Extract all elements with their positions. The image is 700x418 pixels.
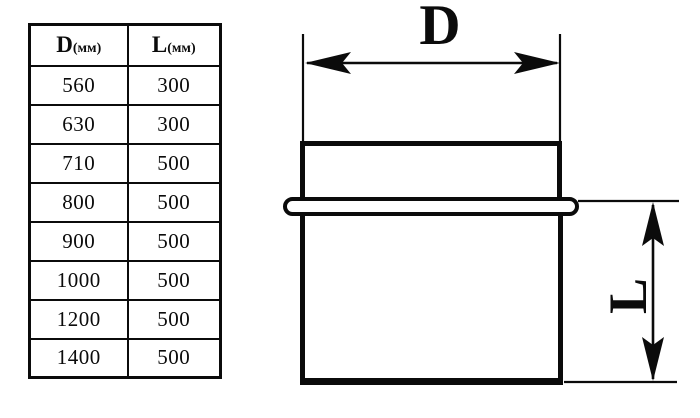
header-letter-d: D [56, 32, 73, 58]
d-arrowhead-right [514, 52, 560, 74]
cell-l: 500 [126, 181, 222, 223]
cell-d: 1400 [28, 337, 129, 379]
table-row: 1000 500 [28, 259, 222, 301]
cell-l: 500 [126, 220, 222, 262]
table-row: 800 500 [28, 181, 222, 223]
table-row: 1400 500 [28, 337, 222, 379]
cell-l: 500 [126, 337, 222, 379]
table-header-row: D(мм) L(мм) [28, 23, 222, 67]
l-arrowhead-top [642, 202, 664, 246]
d-dimension-label: D [419, 0, 461, 57]
duct-collar-outline [300, 141, 562, 203]
header-unit-d: (мм) [72, 41, 102, 57]
cell-d: 1200 [28, 298, 129, 340]
cell-l: 300 [126, 64, 222, 106]
cell-l: 500 [126, 298, 222, 340]
cell-l: 300 [126, 103, 222, 145]
duct-body-outline [300, 205, 563, 385]
cell-d: 630 [28, 103, 129, 145]
header-letter-l: L [151, 32, 168, 58]
l-arrowhead-bottom [642, 337, 664, 381]
rolled-rim-bead [283, 197, 579, 216]
cell-d: 900 [28, 220, 129, 262]
table-row: 560 300 [28, 64, 222, 106]
d-arrowhead-left [305, 52, 351, 74]
table-row: 1200 500 [28, 298, 222, 340]
table-header-d: D(мм) [28, 23, 129, 67]
cell-d: 800 [28, 181, 129, 223]
cell-l: 500 [126, 142, 222, 184]
dimension-table: D(мм) L(мм) 560 300 630 300 710 500 800 … [28, 23, 222, 379]
table-row: 630 300 [28, 103, 222, 145]
cell-d: 560 [28, 64, 129, 106]
cell-l: 500 [126, 259, 222, 301]
l-dimension-label: L [598, 277, 658, 315]
cell-d: 1000 [28, 259, 129, 301]
header-unit-l: (мм) [167, 41, 196, 57]
table-row: 710 500 [28, 142, 222, 184]
table-header-l: L(мм) [126, 23, 222, 67]
cell-d: 710 [28, 142, 129, 184]
table-row: 900 500 [28, 220, 222, 262]
